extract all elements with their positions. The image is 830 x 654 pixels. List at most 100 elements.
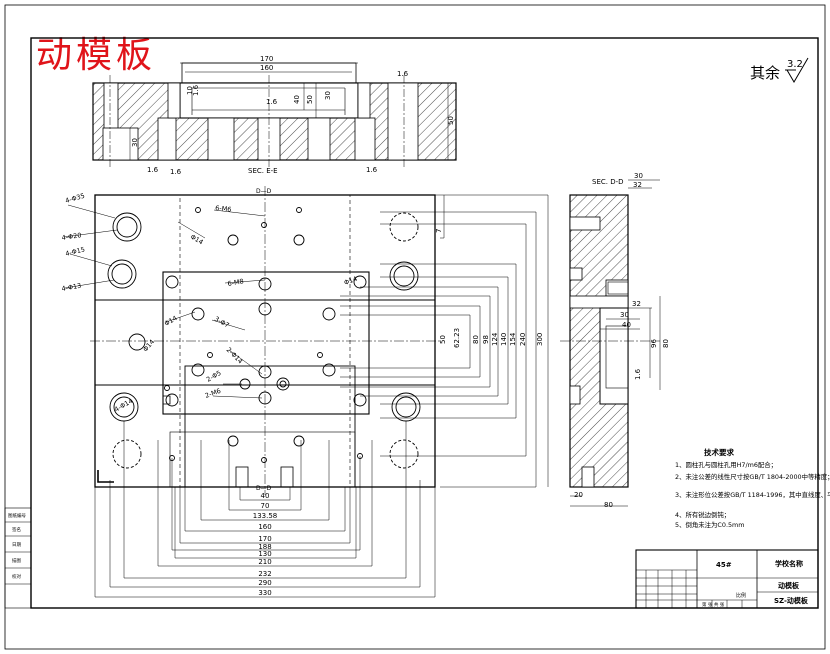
svg-text:160: 160 [260, 64, 273, 72]
svg-text:1.6: 1.6 [634, 368, 642, 380]
svg-text:232: 232 [258, 570, 271, 578]
tech-item: 5、倒角未注为C0.5mm [675, 520, 745, 529]
svg-text:D—D: D—D [256, 485, 272, 492]
svg-text:140: 140 [500, 333, 508, 346]
svg-text:50: 50 [447, 116, 455, 125]
left-strip [4, 507, 32, 609]
svg-text:7: 7 [435, 229, 443, 233]
svg-text:4-Φ20: 4-Φ20 [61, 231, 82, 242]
right-dimension-labels: 50 62.23 80 98 124 140 154 240 300 7 [435, 229, 544, 348]
svg-text:40: 40 [293, 95, 301, 104]
svg-text:图纸编号: 图纸编号 [8, 512, 26, 519]
svg-text:70: 70 [261, 502, 270, 510]
drawing-number: SZ-动模板 [774, 596, 809, 605]
bottom-dimension-labels: 40 70 133.58 160 170 188 130 210 232 290… [253, 492, 278, 597]
svg-text:2-Φ14: 2-Φ14 [225, 346, 245, 366]
roughness-label: 其余 [750, 64, 781, 82]
svg-text:日期: 日期 [12, 542, 21, 548]
svg-text:30: 30 [620, 311, 629, 319]
svg-text:300: 300 [536, 333, 544, 346]
svg-text:10: 10 [186, 86, 194, 95]
svg-text:签名: 签名 [12, 526, 21, 533]
svg-text:80: 80 [604, 501, 613, 509]
svg-text:130: 130 [258, 550, 271, 558]
school-name: 学校名称 [775, 559, 803, 568]
svg-text:1.6: 1.6 [266, 98, 278, 106]
svg-text:290: 290 [258, 579, 271, 587]
svg-text:62.23: 62.23 [453, 328, 461, 348]
hole-callouts: 4-Φ35 4-Φ20 4-Φ15 4-Φ13 6-M6 Φ14 6-M8 Φ1… [61, 192, 358, 414]
svg-text:188: 188 [258, 543, 271, 551]
left-strip-labels: 图纸编号 签名 日期 描图 校对 [8, 512, 26, 580]
svg-text:1.6: 1.6 [170, 168, 182, 176]
scale-label: 比例 [736, 592, 746, 599]
section-d-dim-labels: 30 32 32 30 40 80 96 20 80 1.6 SEC. D-D [574, 172, 670, 509]
svg-text:80: 80 [662, 339, 670, 348]
svg-text:32: 32 [633, 181, 642, 189]
right-dimension-lines [340, 194, 549, 488]
svg-text:133.58: 133.58 [253, 512, 278, 520]
roughness-value: 3.2 [787, 59, 803, 70]
svg-text:170: 170 [260, 55, 273, 63]
inner-border [30, 37, 819, 609]
svg-text:D—D: D—D [256, 188, 272, 195]
svg-text:40: 40 [261, 492, 270, 500]
svg-text:2-M6: 2-M6 [204, 387, 222, 400]
svg-text:330: 330 [258, 589, 271, 597]
svg-text:Φ14: Φ14 [343, 275, 358, 287]
svg-text:154: 154 [509, 332, 517, 346]
section-e-dims: 170 160 30 40 50 10 30 50 1.6 1.6 1.6 1.… [131, 55, 455, 176]
title-block-text: 45# 学校名称 动模板 SZ-动模板 比例 第 张 共 张 [702, 559, 809, 608]
svg-text:4-Φ13: 4-Φ13 [61, 282, 82, 293]
section-e-view [92, 62, 457, 168]
section-e-label: SEC. E-E [248, 167, 278, 175]
tech-item: 4、所有锐边倒钝； [675, 510, 730, 519]
svg-text:96: 96 [650, 339, 658, 348]
svg-text:30: 30 [634, 172, 643, 180]
svg-text:32: 32 [632, 300, 641, 308]
part-name: 动模板 [778, 581, 800, 590]
svg-text:30: 30 [131, 138, 139, 147]
svg-text:2-Φ5: 2-Φ5 [205, 369, 223, 384]
section-d-view [560, 194, 660, 488]
tech-title: 技术要求 [704, 447, 734, 457]
roughness-note: 其余 [750, 62, 780, 83]
svg-text:4-Φ15: 4-Φ15 [65, 245, 86, 258]
svg-text:20: 20 [574, 491, 583, 499]
svg-text:描图: 描图 [12, 557, 21, 564]
svg-text:160: 160 [258, 523, 271, 531]
section-markers: D—D D—D [256, 188, 272, 492]
main-plan-view [90, 186, 440, 495]
svg-text:1.6: 1.6 [147, 166, 159, 174]
outer-border [4, 4, 826, 650]
svg-text:124: 124 [491, 332, 499, 346]
tech-item: 1、圆柱孔与圆柱孔用H7/m6配合； [675, 460, 777, 469]
svg-text:3-Φ7: 3-Φ7 [213, 315, 231, 330]
svg-text:Φ14: Φ14 [189, 233, 205, 247]
title-block [635, 549, 819, 609]
tech-item: 3、未注形位公差按GB/T 1184-1996，其中直线度、平面度、同轴度允许误… [675, 490, 830, 499]
bottom-dimension-lines [94, 421, 436, 598]
tech-requirements: 技术要求 1、圆柱孔与圆柱孔用H7/m6配合； 2、未注公差的线性尺寸按GB/T… [675, 447, 830, 529]
svg-text:6-M8: 6-M8 [227, 277, 244, 288]
svg-text:30: 30 [324, 91, 332, 100]
svg-text:170: 170 [258, 535, 271, 543]
svg-text:6-M6: 6-M6 [215, 204, 232, 214]
svg-text:1.6: 1.6 [192, 84, 200, 96]
svg-text:80: 80 [472, 335, 480, 344]
svg-text:98: 98 [482, 335, 490, 344]
svg-text:4-Φ14: 4-Φ14 [113, 397, 134, 414]
tech-item: 2、未注公差的线性尺寸按GB/T 1804-2000中等精度； [675, 472, 830, 481]
svg-text:1.6: 1.6 [366, 166, 378, 174]
section-d-dim-lines [570, 179, 661, 507]
drawing-title: 动模板 [36, 35, 157, 76]
sheet-label: 第 张 共 张 [702, 601, 725, 608]
roughness-symbol: 3.2 [785, 57, 809, 83]
material: 45# [716, 561, 732, 569]
svg-text:210: 210 [258, 558, 271, 566]
svg-text:Φ14: Φ14 [141, 338, 156, 353]
svg-text:4-Φ35: 4-Φ35 [64, 192, 85, 205]
svg-text:240: 240 [519, 333, 527, 346]
svg-text:40: 40 [622, 321, 631, 329]
